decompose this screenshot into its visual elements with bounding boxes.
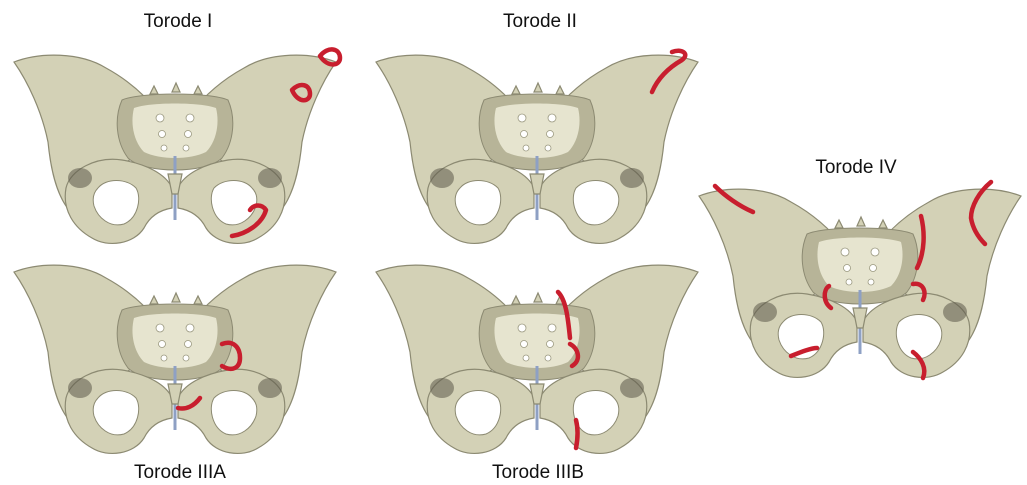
label-torode-3a: Torode IIIA <box>134 463 226 482</box>
panel-torode-4 <box>695 172 1027 386</box>
panel-torode-3a <box>10 248 346 462</box>
label-torode-3b: Torode IIIB <box>492 463 584 482</box>
panel-torode-2 <box>372 38 708 252</box>
pelvis-torode-2 <box>372 38 708 252</box>
label-torode-2: Torode II <box>503 12 577 31</box>
pelvis-illustration <box>14 55 336 243</box>
pelvis-torode-4 <box>695 172 1027 386</box>
panel-torode-3b <box>372 248 708 462</box>
panel-torode-1 <box>10 38 346 252</box>
label-torode-1: Torode I <box>144 12 213 31</box>
pelvis-torode-3a <box>10 248 346 462</box>
fracture-ischium <box>576 420 578 448</box>
pelvis-torode-1 <box>10 38 346 252</box>
pelvis-torode-3b <box>372 248 708 462</box>
fracture-iliac-crest-tip <box>320 49 340 64</box>
